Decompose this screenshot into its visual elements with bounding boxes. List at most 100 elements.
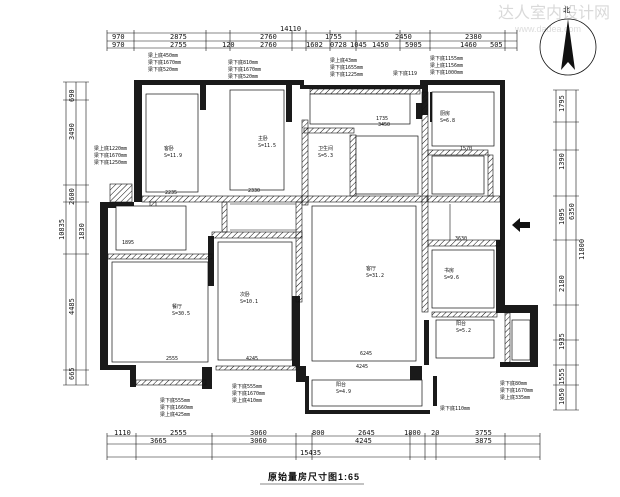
bottom-overall-dim: 15435: [300, 449, 321, 457]
right-dim-5: 1095: [558, 208, 566, 225]
room-label-name: 客卧: [164, 145, 174, 152]
room-label-area: S=10.1: [240, 299, 258, 305]
beam-note: 梁下底1225mm: [330, 71, 363, 78]
top-dim2-6: 0728: [330, 41, 347, 49]
entrance-arrow-icon: [512, 218, 530, 232]
beam-note: 梁上底1220mm: [94, 145, 127, 152]
beam-note: 梁上底450mm: [148, 52, 178, 59]
bottom-dim-6: 1800: [404, 429, 421, 437]
bottom-dim2-2: 3060: [250, 437, 267, 445]
north-arrow-icon: 北: [539, 6, 597, 76]
watermark-url: www.dadea.com: [514, 24, 581, 34]
left-dim-5: 1830: [78, 223, 86, 240]
beam-note: 梁上底1156mm: [430, 62, 463, 69]
beam-note: 梁下底555mm: [160, 397, 190, 404]
beam-note: 梁下底1655mm: [330, 64, 363, 71]
beam-note: 梁下底810mm: [228, 59, 258, 66]
top-dim-4: 1755: [325, 33, 342, 41]
room-label-name: 书房: [444, 267, 454, 274]
top-dim2-1: 970: [112, 41, 125, 49]
room-label-name: 主卧: [258, 135, 268, 142]
top-dim2-11: 505: [490, 41, 503, 49]
bottom-dim-1: 1110: [114, 429, 131, 437]
top-dim-5: 2450: [395, 33, 412, 41]
inner-dim: 4245: [246, 356, 258, 362]
beam-note: 梁下底1670mm: [148, 59, 181, 66]
room-label-area: S=5.2: [456, 328, 471, 334]
room-label-area: S=11.5: [258, 143, 276, 149]
bottom-dimension-chain: 1110 2555 3060 800 2645 1800 20 3755 366…: [106, 429, 541, 460]
beam-note: 梁上底425mm: [160, 411, 190, 418]
beam-note: 梁下底1000mm: [430, 69, 463, 76]
room-label-area: S=30.5: [172, 311, 190, 317]
top-dim2-10: 1460: [460, 41, 477, 49]
bottom-dim-4: 800: [312, 429, 325, 437]
beam-note: 梁下底1155mm: [430, 55, 463, 62]
room-label-name: 次卧: [240, 291, 250, 298]
beam-note: 梁下底1660mm: [160, 404, 193, 411]
room-label-name: 餐厅: [172, 303, 182, 310]
beam-note: 梁下底1670mm: [228, 66, 261, 73]
room-label-area: S=5.3: [318, 153, 333, 159]
right-dimension-chain: 1795 1390 6350 11800 1095 2180 1935 1555…: [553, 89, 586, 411]
north-label: 北: [563, 6, 570, 14]
inner-dim: 2235: [165, 190, 177, 196]
room-label-name: 卫生间: [318, 145, 333, 152]
room-label-area: S=6.8: [440, 118, 455, 124]
room-label-name: 阳台: [456, 320, 466, 327]
right-dim-1: 1795: [558, 95, 566, 112]
room-label-name: 厨房: [440, 110, 450, 117]
bottom-dim-5: 2645: [358, 429, 375, 437]
room-label-area: S=31.2: [366, 273, 384, 279]
beam-note: 梁下底1670mm: [94, 152, 127, 159]
drawing-title: 原始量房尺寸图1:65: [268, 471, 360, 482]
room-label-area: S=4.9: [336, 389, 351, 395]
bottom-dim2-3: 4245: [355, 437, 372, 445]
inner-dim: 1735: [376, 116, 388, 122]
right-dim-7: 1935: [558, 333, 566, 350]
top-dim2-4: 2760: [260, 41, 277, 49]
beam-note: 梁下底555mm: [232, 383, 262, 390]
bottom-dim2-1: 3665: [150, 437, 167, 445]
top-dim2-9: 5905: [405, 41, 422, 49]
inner-dim: 3450: [378, 122, 390, 128]
beam-note: 梁下底1670mm: [500, 387, 533, 394]
top-dim-2: 2875: [170, 33, 187, 41]
right-dim-8: 1555: [558, 368, 566, 385]
bottom-dim-2: 2555: [170, 429, 187, 437]
room-label-area: S=9.6: [444, 275, 459, 281]
room-outlines: [111, 89, 531, 407]
bottom-dim2-4: 3875: [475, 437, 492, 445]
top-dimension-chain: 14110 970 2875 2760 1755 2450 2380 970 2…: [106, 25, 518, 51]
inner-dim: 2555: [166, 356, 178, 362]
left-dim-1: 690: [68, 89, 76, 102]
inner-dim: 1895: [122, 240, 134, 246]
top-dim2-2: 2755: [170, 41, 187, 49]
top-dim2-5: 1602: [306, 41, 323, 49]
inner-dim: 4245: [356, 364, 368, 370]
beam-note: 梁下底110mm: [440, 405, 470, 412]
top-dim-6: 2380: [465, 33, 482, 41]
right-dim-4: 11800: [578, 239, 586, 260]
room-labels: 客卧 S=11.9 主卧 S=11.5 卫生间 S=5.3 客厅 S=31.2 …: [164, 110, 471, 395]
beam-note: 梁上底43mm: [330, 57, 357, 64]
left-dim-2: 3490: [68, 123, 76, 140]
top-dim2-7: 1045: [350, 41, 367, 49]
inner-dim: 3630: [455, 236, 467, 242]
inner-dimensions: 2235 2330 1735 3450 2555 4245 6245 4245 …: [122, 116, 472, 370]
top-dim-3: 2760: [260, 33, 277, 41]
inner-dim: 1570: [460, 146, 472, 152]
bottom-dim-7: 20: [431, 429, 439, 437]
beam-note: 梁下底520mm: [228, 73, 258, 80]
left-dim-7: 665: [68, 367, 76, 380]
beam-note: 梁下底1670mm: [232, 390, 265, 397]
beam-notes: 梁上底450mm 梁下底1670mm 梁下底520mm 梁下底810mm 梁下底…: [94, 52, 533, 418]
beam-note: 梁下底1250mm: [94, 159, 127, 166]
right-dim-2: 1390: [558, 153, 566, 170]
inner-dim: 2330: [248, 188, 260, 194]
walls: [100, 80, 538, 414]
beam-note: 梁下底80mm: [500, 380, 527, 387]
top-dim2-3: 120: [222, 41, 235, 49]
